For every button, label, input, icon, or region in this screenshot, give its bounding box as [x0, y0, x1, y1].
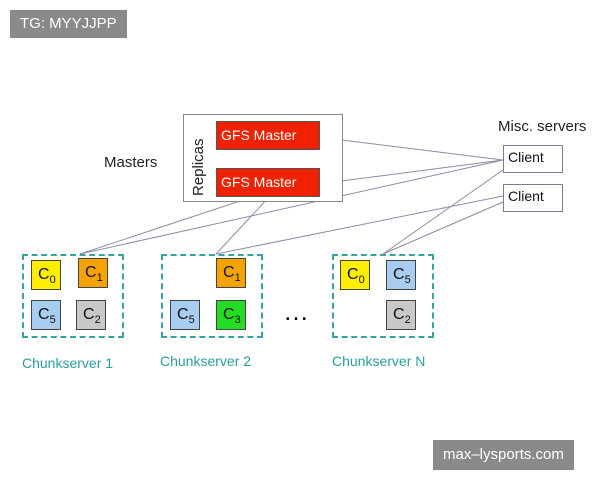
chunkserver-n-box[interactable]: [332, 254, 434, 338]
client-1[interactable]: Client: [503, 145, 563, 173]
masters-label: Masters: [104, 154, 158, 171]
connector-client2-cs2: [215, 195, 504, 255]
client-1-label: Client: [508, 149, 544, 165]
chunk-cs1-3: C2: [76, 300, 106, 330]
client-2-label: Client: [508, 188, 544, 204]
chunkserver-2-box[interactable]: [161, 254, 263, 338]
chunkserver-1-box[interactable]: [22, 254, 124, 338]
chunk-label: C5: [38, 306, 56, 326]
chunk-subscript: 1: [96, 272, 103, 284]
chunk-cs2-2: C3: [216, 300, 246, 330]
gfs-master-primary[interactable]: GFS Master: [216, 121, 320, 150]
replicas-label: Replicas: [190, 138, 207, 196]
connector-master-client1: [317, 136, 504, 161]
chunk-subscript: 0: [49, 274, 56, 286]
chunk-cs1-0: C0: [31, 260, 61, 290]
gfs-master-replica-label: GFS Master: [221, 174, 297, 190]
chunk-label: C3: [223, 306, 241, 326]
connector-master2-client1: [317, 159, 504, 185]
chunkserver-2-label: Chunkserver 2: [160, 353, 252, 369]
misc-servers-label: Misc. servers: [498, 118, 587, 135]
chunk-csn-0: C0: [340, 260, 370, 290]
chunk-label: C0: [38, 266, 56, 286]
chunk-subscript: 5: [404, 274, 411, 286]
connector-client1-cs1: [79, 159, 504, 255]
gfs-master-replica[interactable]: GFS Master: [216, 168, 320, 197]
chunk-cs2-1: C5: [170, 300, 200, 330]
chunk-subscript: 3: [234, 314, 241, 326]
chunk-csn-2: C2: [386, 300, 416, 330]
chunk-label: C5: [393, 266, 411, 286]
connector-master2-cs1: [79, 195, 256, 255]
chunk-cs2-0: C1: [216, 258, 246, 288]
chunk-label: C1: [223, 264, 241, 284]
chunk-label: C5: [177, 306, 195, 326]
chunk-cs1-1: C1: [78, 258, 108, 288]
ellipsis: …: [283, 296, 309, 326]
chunk-csn-1: C5: [386, 260, 416, 290]
chunk-label: C1: [85, 264, 103, 284]
chunk-subscript: 1: [234, 272, 241, 284]
client-2[interactable]: Client: [503, 184, 563, 212]
chunk-subscript: 2: [404, 314, 411, 326]
watermark: max–lysports.com: [433, 440, 574, 470]
top-tag: TG: MYYJJPP: [10, 10, 127, 38]
chunkserver-n-label: Chunkserver N: [332, 353, 426, 369]
chunk-label: C2: [83, 306, 101, 326]
gfs-master-primary-label: GFS Master: [221, 127, 297, 143]
chunk-label: C0: [347, 266, 365, 286]
chunkserver-1-label: Chunkserver 1: [22, 355, 114, 371]
chunk-subscript: 0: [358, 274, 365, 286]
connector-master2-cs2: [215, 195, 271, 255]
connector-client2-csn: [382, 201, 504, 255]
chunk-subscript: 5: [49, 314, 56, 326]
chunk-subscript: 5: [188, 314, 195, 326]
chunk-label: C2: [393, 306, 411, 326]
chunk-cs1-2: C5: [31, 300, 61, 330]
connector-client1-csn: [382, 169, 504, 255]
chunk-subscript: 2: [94, 314, 101, 326]
